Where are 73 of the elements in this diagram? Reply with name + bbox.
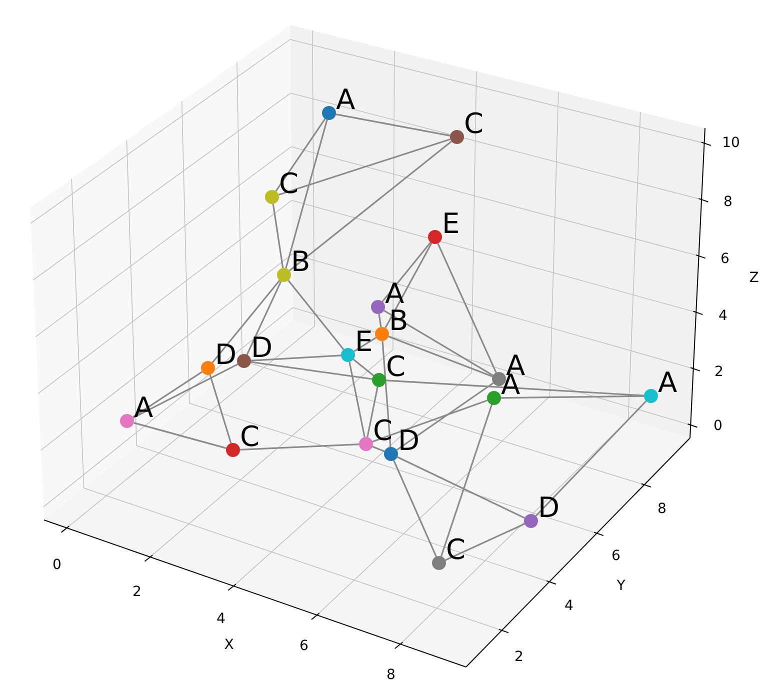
edge-line bbox=[384, 242, 432, 328]
tick-label: 4 bbox=[564, 599, 574, 613]
node-label: B bbox=[389, 307, 408, 335]
edge-line bbox=[352, 358, 374, 376]
edge-line bbox=[535, 400, 647, 517]
edge-line bbox=[354, 337, 376, 352]
tick-label: 2 bbox=[714, 365, 724, 379]
edge-line bbox=[336, 114, 450, 136]
edge-line bbox=[250, 361, 372, 380]
edge-line bbox=[275, 118, 326, 192]
edge-line bbox=[212, 280, 280, 364]
node-label: A bbox=[385, 280, 404, 308]
axis-title: X bbox=[224, 638, 234, 652]
node-label: D bbox=[538, 494, 560, 522]
tick-label: 10 bbox=[722, 136, 740, 150]
node-label: A bbox=[134, 394, 154, 422]
tick-label: 0 bbox=[714, 419, 722, 433]
edge-line bbox=[372, 446, 385, 452]
node-label: B bbox=[291, 248, 310, 276]
edge-line bbox=[440, 404, 493, 557]
node-label: C bbox=[279, 170, 299, 198]
edge-line bbox=[382, 340, 392, 448]
edge-line bbox=[384, 310, 494, 376]
edge-line bbox=[396, 382, 494, 451]
node-label: C bbox=[240, 423, 260, 451]
tick-label: 8 bbox=[658, 502, 666, 516]
node-label: C bbox=[386, 353, 406, 381]
node-label: C bbox=[373, 417, 393, 445]
edge-line bbox=[372, 400, 488, 442]
tick-label: 2 bbox=[514, 650, 524, 664]
edge-line bbox=[386, 380, 644, 396]
edge-line bbox=[289, 140, 452, 272]
tick-label: 4 bbox=[718, 309, 728, 323]
node-label: D bbox=[215, 341, 237, 369]
node-label: D bbox=[398, 427, 420, 455]
node-label: C bbox=[446, 536, 466, 564]
node-label: A bbox=[336, 86, 356, 114]
edge-line bbox=[393, 460, 437, 557]
node-label: E bbox=[355, 328, 373, 356]
edge-line bbox=[500, 395, 644, 399]
node-label: E bbox=[442, 210, 460, 238]
edge-line bbox=[132, 363, 238, 419]
edge-line bbox=[250, 354, 342, 362]
tick-label: 8 bbox=[724, 195, 732, 209]
edge-line bbox=[437, 243, 497, 373]
edge-line bbox=[132, 371, 203, 418]
tick-label: 6 bbox=[612, 549, 620, 563]
tick-label: 4 bbox=[216, 612, 226, 626]
tick-label: 8 bbox=[386, 668, 396, 682]
node-label: A bbox=[658, 369, 678, 397]
tick-label: 6 bbox=[300, 639, 308, 653]
edge-line bbox=[366, 386, 378, 438]
edge-line bbox=[378, 314, 382, 328]
edge-line bbox=[348, 362, 366, 438]
edge-line bbox=[388, 336, 493, 378]
edge-line bbox=[396, 456, 526, 519]
node-label: D bbox=[251, 334, 273, 362]
node-label: C bbox=[464, 110, 484, 138]
edge-line bbox=[240, 444, 360, 450]
edge-line bbox=[288, 280, 344, 350]
axis-title: Z bbox=[749, 271, 759, 285]
tick-label: 2 bbox=[132, 585, 142, 599]
tick-label: 6 bbox=[720, 252, 730, 266]
edge-line bbox=[209, 374, 232, 444]
edge-line bbox=[278, 138, 451, 196]
edge-line bbox=[272, 204, 284, 268]
edge-line bbox=[246, 280, 282, 356]
edge-line bbox=[134, 422, 226, 449]
edge-line bbox=[382, 242, 432, 302]
axis-title: Y bbox=[616, 579, 626, 593]
edge-line bbox=[285, 119, 328, 269]
edge-line bbox=[445, 523, 525, 561]
tick-label: 0 bbox=[52, 558, 62, 572]
